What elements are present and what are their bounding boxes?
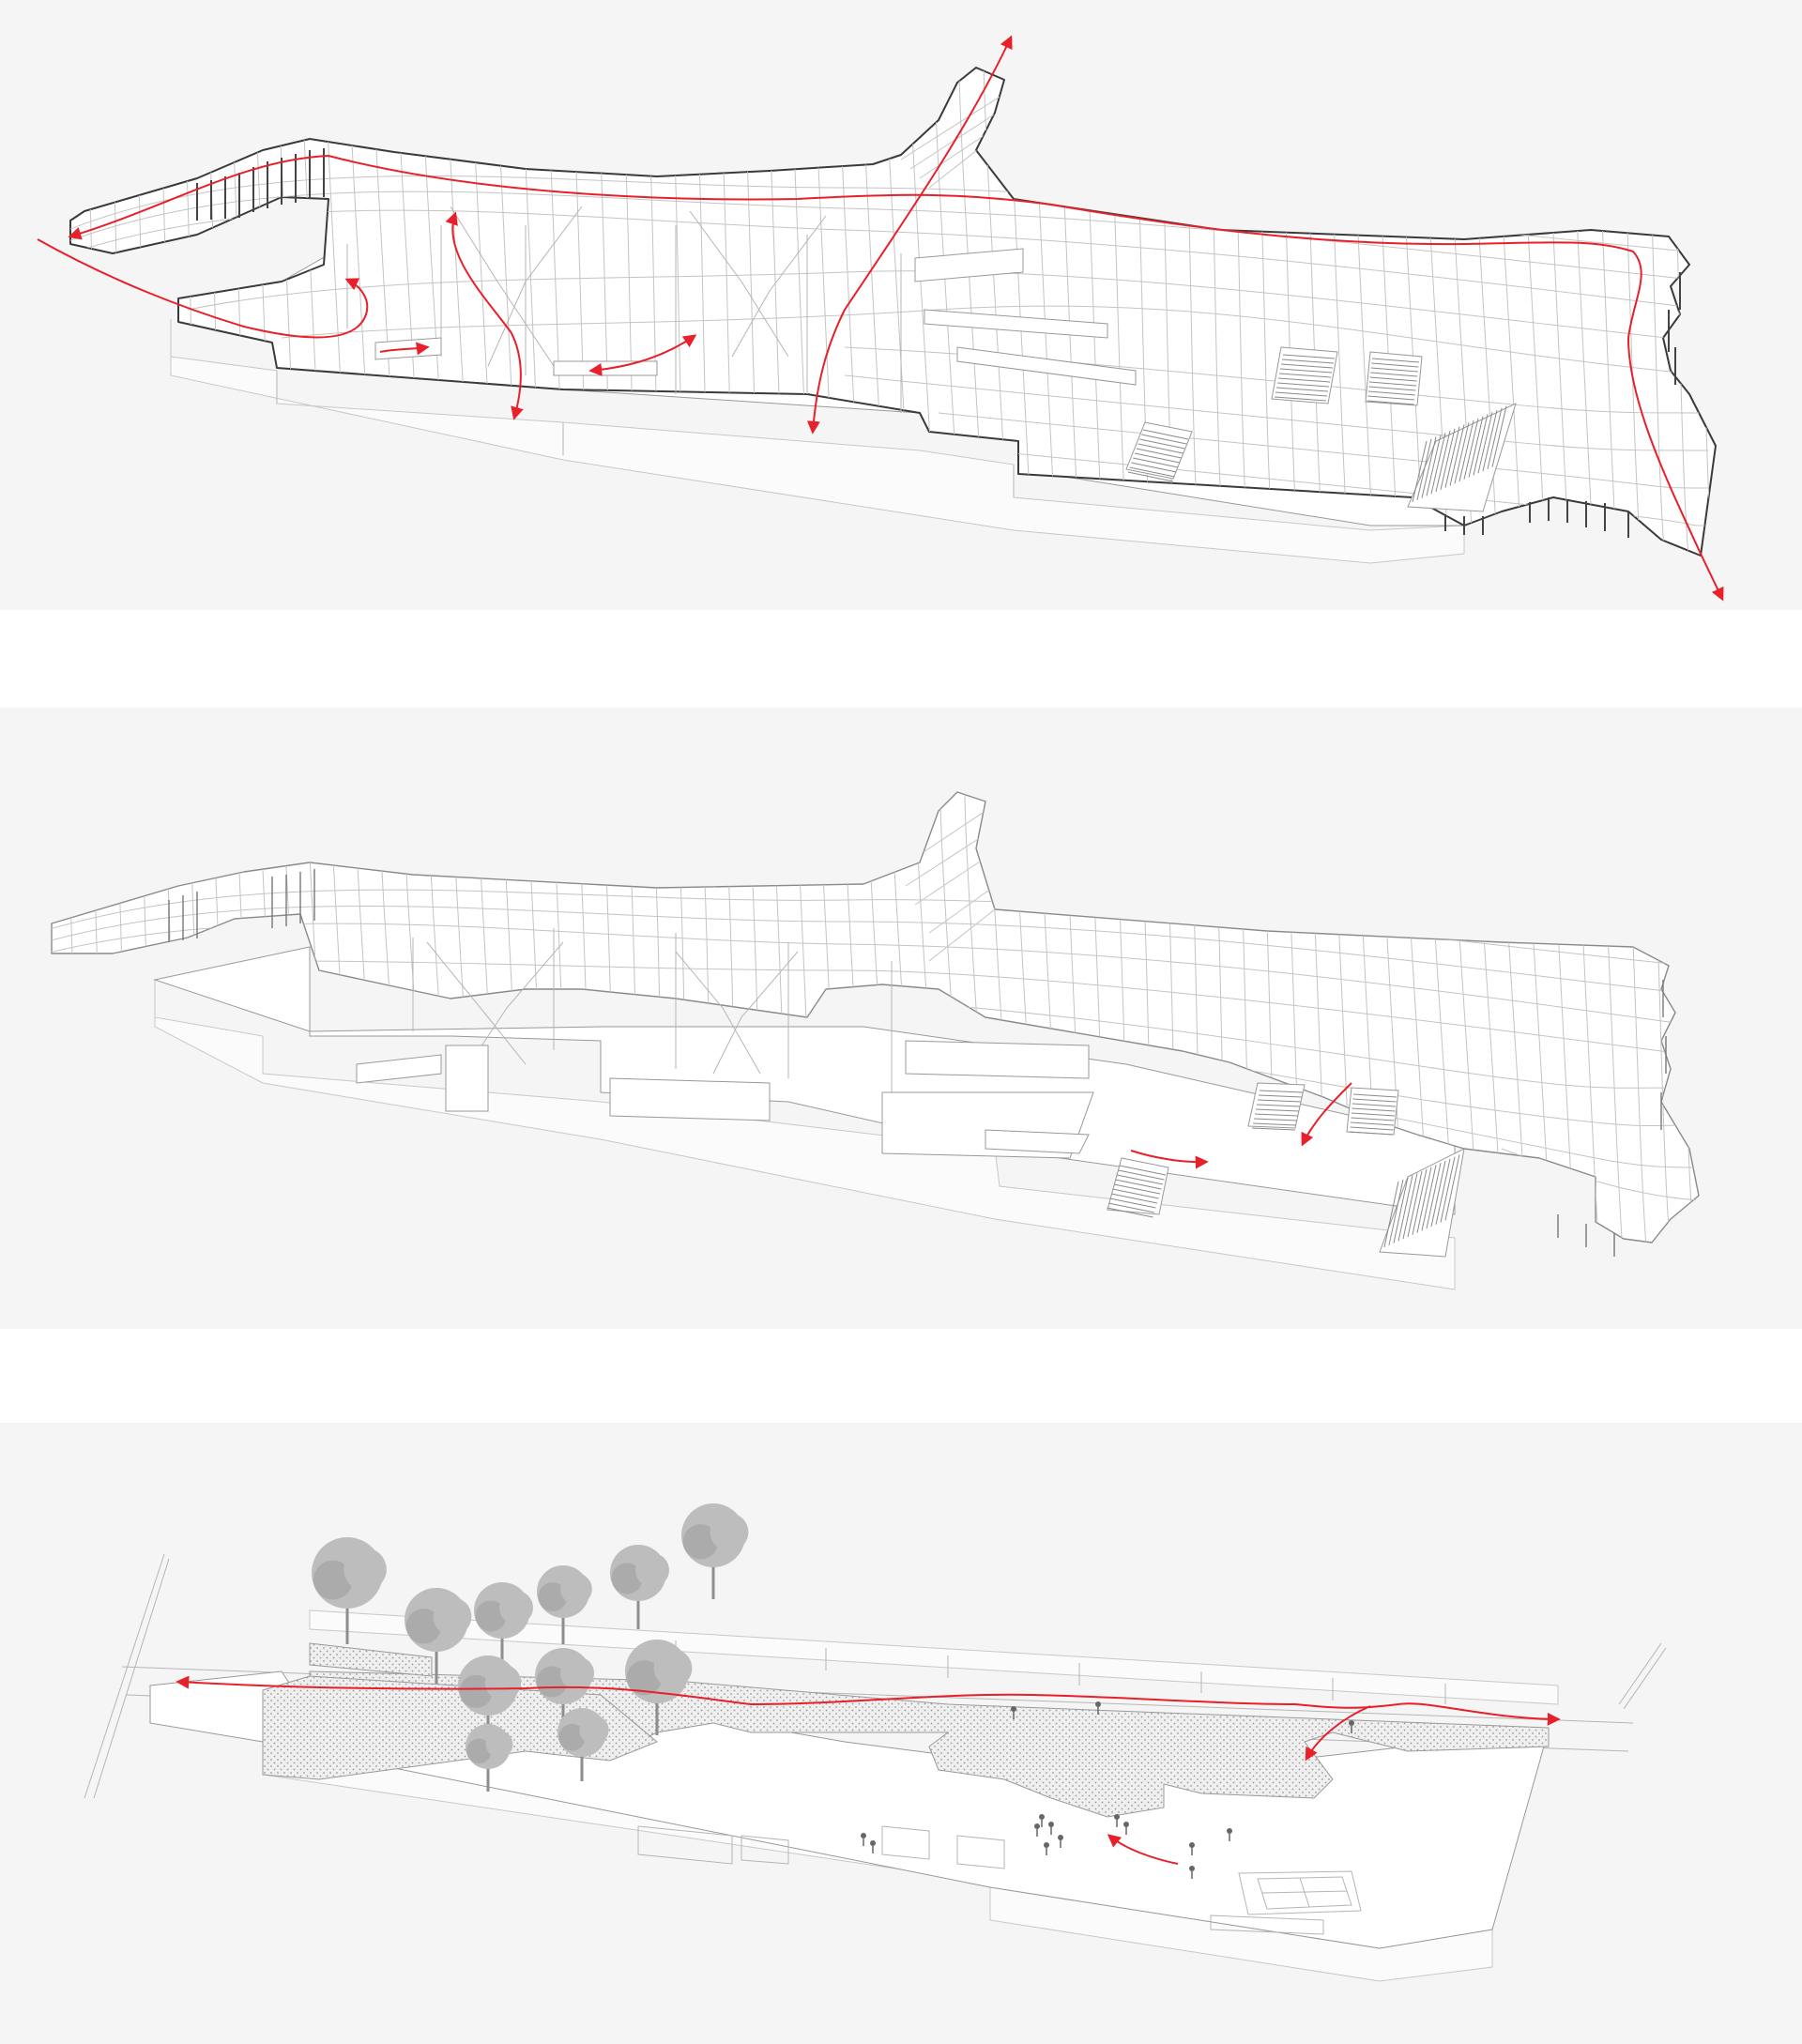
diagonal-crossing-arrow: [806, 35, 1013, 435]
ramp-left-arrow: [379, 342, 430, 356]
circulation-arrows-3: [176, 1675, 1561, 1865]
west-loop-arrow: [37, 238, 369, 339]
circulation-arrows: [37, 35, 1724, 602]
plaza-entry-arrow: [1130, 1150, 1209, 1169]
canopy-columns-2: [168, 869, 1667, 1257]
main-promenade-arrow: [68, 154, 1724, 602]
inner-ramp-arrow: [445, 211, 524, 420]
panel-canopy-overview: [0, 708, 1802, 1329]
sports-courts: [1210, 1870, 1362, 1935]
panel-circulation-diagram: [0, 0, 1802, 610]
panel-spacer-2: [0, 1329, 1802, 1423]
ramp-center-arrow: [588, 334, 697, 376]
plaza-arrow: [1107, 1834, 1179, 1865]
pavilions: [637, 1825, 1005, 1869]
circulation-arrows-2: [1130, 1082, 1352, 1169]
panel-spacer: [0, 610, 1802, 708]
interior-volumes-2: [356, 928, 1094, 1159]
strip-north: [309, 1642, 433, 1677]
promenade-arrow: [176, 1675, 1561, 1726]
branch-down-arrow: [1305, 1705, 1371, 1762]
stair-descent-arrow: [1301, 1082, 1352, 1147]
panel-site-plan: [0, 1423, 1802, 2044]
